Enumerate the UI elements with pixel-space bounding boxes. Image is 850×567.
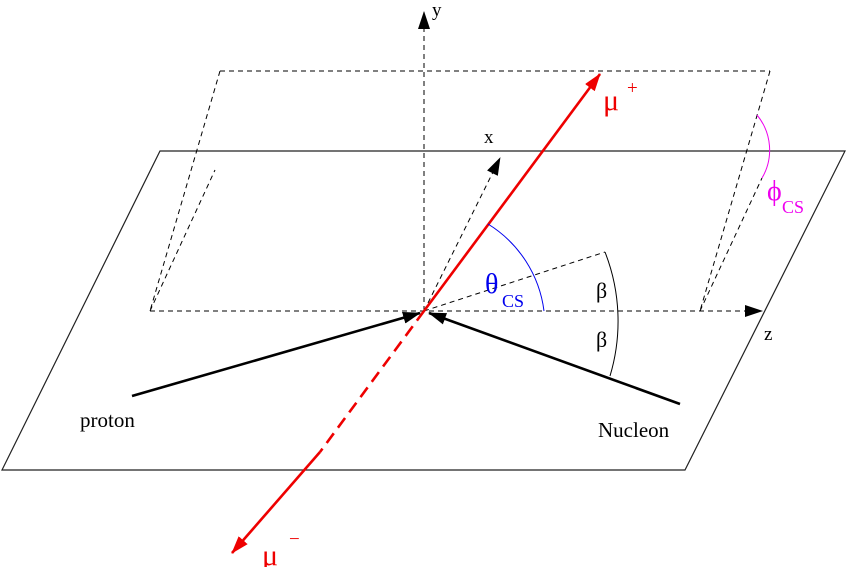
mu-minus-dashed: [318, 310, 426, 453]
mu-minus-arrow: [231, 451, 321, 554]
phi-label: ϕ: [767, 176, 782, 207]
proton-label: proton: [80, 408, 135, 432]
mu-plus-arrow: [422, 73, 602, 312]
theta-label: θ: [485, 269, 498, 300]
mu-minus-superscript: −: [289, 529, 300, 550]
beta-arc: [604, 251, 619, 377]
x-axis: [423, 157, 501, 312]
theta-subscript: CS: [502, 291, 524, 311]
phi-subscript: CS: [782, 197, 804, 217]
mu-plus-label: μ: [603, 84, 619, 117]
mu-minus-label: μ: [262, 539, 278, 567]
x-axis-label: x: [484, 127, 494, 148]
proton-arrow: [131, 311, 421, 398]
beta-lower-label: β: [596, 327, 607, 352]
y-axis-label: y: [432, 0, 442, 21]
beta-bisector: [423, 251, 606, 312]
nucleon-arrow: [428, 311, 681, 406]
reaction-plane: [1, 150, 846, 471]
mu-plus-superscript: +: [627, 78, 638, 99]
beta-upper-label: β: [596, 278, 607, 303]
nucleon-label: Nucleon: [598, 418, 670, 442]
z-axis-label: z: [764, 324, 772, 345]
lepton-plane: [149, 70, 771, 312]
theta-arc: [487, 223, 545, 312]
phi-arc: [756, 114, 771, 179]
